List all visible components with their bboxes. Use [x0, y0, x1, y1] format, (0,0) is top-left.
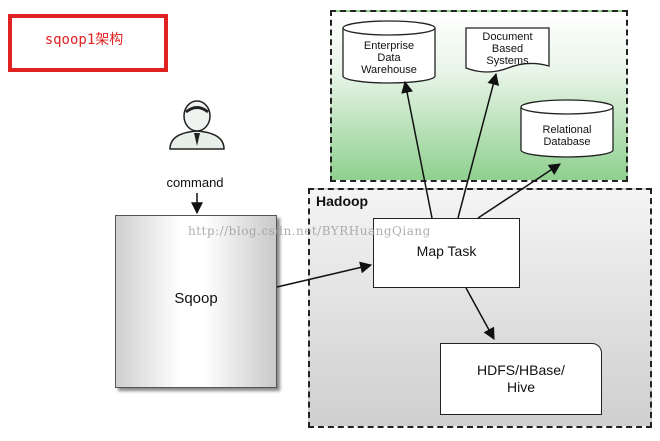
map-task-box [373, 218, 520, 288]
arrow-map-task-to-warehouse [401, 80, 433, 219]
map-task-label: Map Task [416, 243, 477, 259]
relational-line2: Database [543, 136, 591, 148]
watermark: http://blog.csdn.net/BYRHuangQiang [188, 224, 431, 238]
hdfs-box [440, 343, 602, 415]
arrow-map-task-to-relational [477, 163, 562, 219]
arrow-map-task-to-hdfs [465, 287, 495, 341]
arrow-sqoop-to-map-task [276, 261, 373, 288]
hadoop-label: Hadoop [316, 193, 369, 209]
relational-database-cylinder [520, 99, 614, 158]
relational-line1: Relational [542, 124, 592, 136]
person-icon [169, 100, 225, 150]
document-based-systems-shape [465, 27, 550, 73]
title-box [8, 14, 168, 72]
sqoop-box [115, 215, 277, 388]
sqoop-label: Sqoop [174, 290, 218, 307]
enterprise-line2: Data [377, 52, 401, 64]
enterprise-line1: Enterprise [363, 40, 415, 52]
enterprise-data-warehouse-label: Enterprise Data Warehouse [343, 40, 435, 76]
enterprise-data-warehouse-cylinder [342, 20, 436, 84]
document-line1: Document [482, 31, 533, 43]
document-line3: Systems [486, 55, 529, 67]
hdfs-label-line2: Hive [506, 379, 535, 395]
arrow-map-task-to-document [457, 72, 500, 219]
hdfs-label: HDFS/HBase/ Hive [440, 362, 602, 396]
document-based-systems-label: Document Based Systems [466, 31, 549, 67]
document-line2: Based [491, 43, 524, 55]
hdfs-label-line1: HDFS/HBase/ [477, 362, 565, 378]
command-label: command [166, 175, 224, 190]
enterprise-line3: Warehouse [361, 64, 417, 76]
diagram-title: sqoop1架构 [44, 32, 124, 48]
relational-database-label: Relational Database [521, 124, 613, 148]
